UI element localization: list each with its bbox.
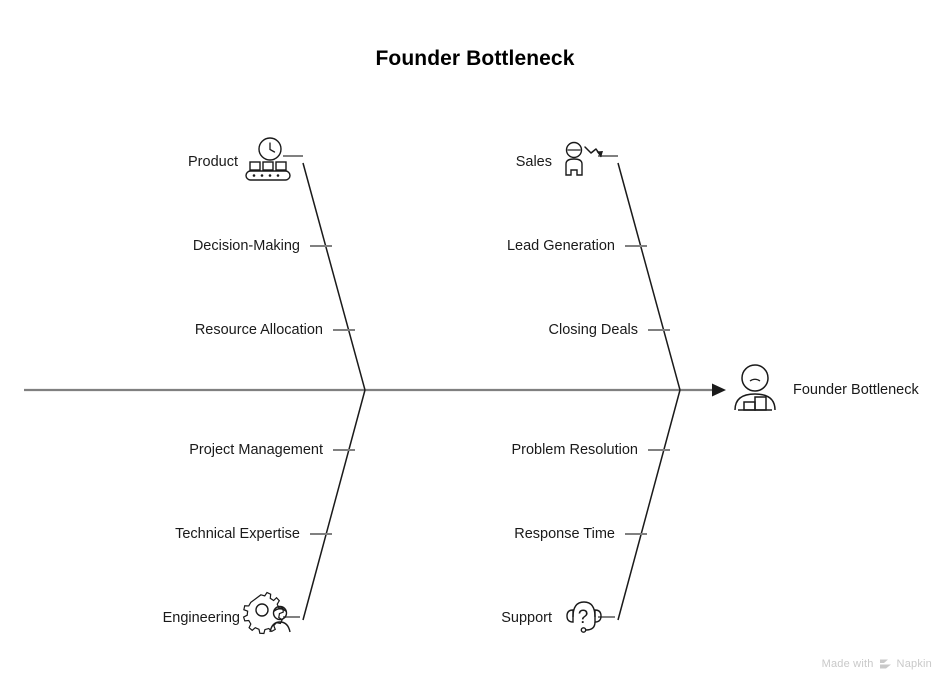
overloaded-founder-icon bbox=[734, 364, 776, 411]
support-question-mark: ? bbox=[578, 607, 589, 628]
clock-face bbox=[258, 137, 282, 161]
cause-label-project-management: Project Management bbox=[189, 441, 323, 458]
headset-earcup-right bbox=[594, 609, 602, 623]
page-title: Founder Bottleneck bbox=[375, 47, 575, 70]
category-label-product: Product bbox=[188, 153, 238, 170]
bone-sales bbox=[617, 162, 681, 391]
belt-body bbox=[245, 170, 291, 181]
cause-label-lead-generation: Lead Generation bbox=[506, 237, 615, 254]
founder-frown bbox=[749, 378, 761, 382]
headset-question-icon: ? bbox=[566, 601, 602, 633]
belt-box-2 bbox=[262, 161, 274, 171]
sub-bone-ticks-group bbox=[310, 245, 670, 535]
effect-label: Founder Bottleneck bbox=[793, 382, 919, 398]
gear-center-hole bbox=[255, 603, 269, 617]
declining-sales-person-icon bbox=[565, 141, 603, 176]
clock-hands bbox=[269, 142, 276, 153]
founder-shoulders bbox=[734, 393, 776, 411]
cause-label-decision-making: Decision-Making bbox=[192, 237, 300, 254]
spine-arrowhead bbox=[712, 383, 726, 397]
main-bones-group bbox=[302, 162, 681, 621]
watermark-brand-text: Napkin bbox=[896, 658, 932, 670]
gear-engineer-icon bbox=[242, 591, 291, 635]
sales-person-head bbox=[565, 141, 583, 159]
founder-block-2 bbox=[754, 396, 767, 411]
watermark-made-with-text: Made with bbox=[821, 658, 874, 670]
headset-earcup-left bbox=[566, 609, 574, 623]
category-label-engineering: Engineering bbox=[162, 609, 240, 626]
belt-roller-3 bbox=[268, 174, 272, 177]
cause-label-problem-resolution: Problem Resolution bbox=[511, 441, 638, 458]
cause-label-closing-deals: Closing Deals bbox=[548, 321, 638, 338]
engineer-hardhat bbox=[273, 608, 287, 613]
watermark: Made with Napkin bbox=[822, 658, 932, 670]
declining-arrow-head bbox=[596, 151, 603, 158]
cause-label-resource-allocation: Resource Allocation bbox=[194, 321, 323, 338]
cause-label-response-time: Response Time bbox=[514, 525, 615, 542]
cause-label-technical-expertise: Technical Expertise bbox=[175, 525, 300, 542]
founder-block-1 bbox=[743, 401, 756, 411]
belt-roller-2 bbox=[260, 174, 264, 177]
bone-product bbox=[302, 162, 366, 391]
belt-box-3 bbox=[275, 161, 287, 171]
engineer-head bbox=[272, 605, 288, 621]
belt-roller-1 bbox=[252, 174, 256, 177]
bone-support bbox=[617, 389, 681, 621]
engineer-body bbox=[269, 621, 291, 633]
bone-engineering bbox=[302, 389, 366, 621]
sales-person-body bbox=[565, 158, 583, 176]
headset-mic-boom bbox=[585, 621, 596, 631]
conveyor-belt-clock-icon bbox=[245, 137, 291, 181]
headset-band bbox=[572, 601, 596, 618]
headset-mic-tip bbox=[580, 627, 587, 633]
gear-outline bbox=[242, 591, 284, 635]
category-label-sales: Sales bbox=[515, 153, 552, 170]
category-connectors-group bbox=[283, 155, 618, 618]
spine-group bbox=[24, 383, 726, 397]
category-label-support: Support bbox=[501, 609, 552, 626]
belt-roller-4 bbox=[276, 174, 280, 177]
belt-box-1 bbox=[249, 161, 261, 171]
napkin-logo-icon bbox=[879, 658, 892, 670]
founder-head bbox=[741, 364, 769, 392]
